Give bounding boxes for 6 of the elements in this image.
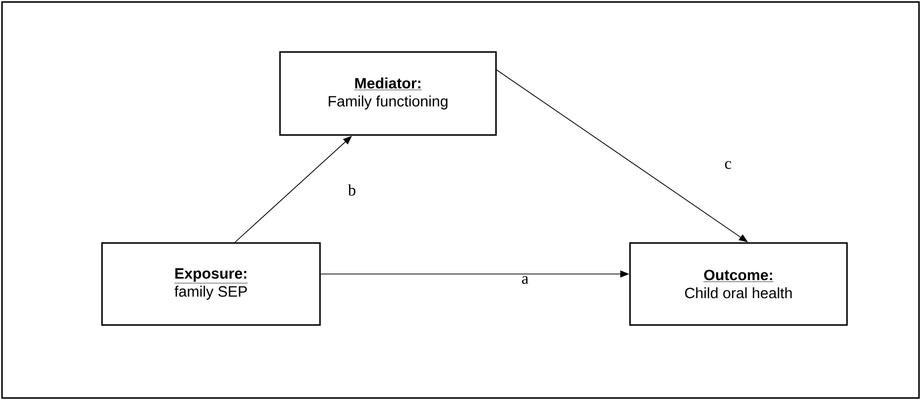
box: Exposure: family SEP bbox=[101, 242, 321, 326]
box: Mediator: Family functioning bbox=[279, 51, 497, 136]
edge-label: b bbox=[347, 183, 357, 197]
edge-label: a bbox=[520, 275, 530, 285]
box: Outcome: Child oral health bbox=[629, 242, 848, 326]
edge-label: c bbox=[723, 160, 733, 170]
